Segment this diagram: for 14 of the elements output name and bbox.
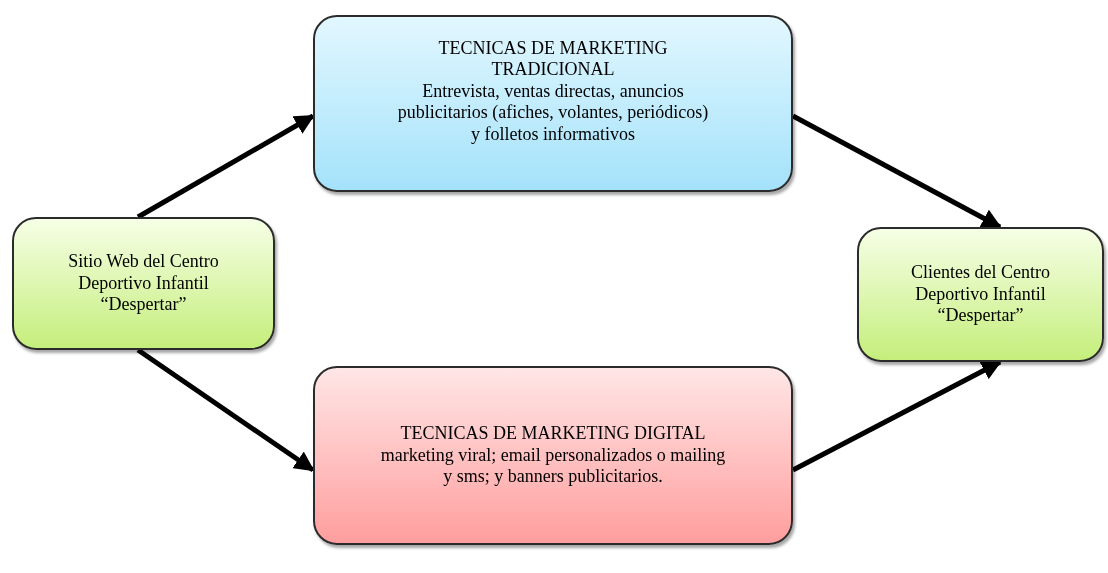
- rounded-box: [12, 217, 275, 350]
- rounded-box: [313, 15, 793, 192]
- box-heading: TECNICAS DE MARKETING DIGITAL: [400, 423, 706, 445]
- box-text: Clientes del Centro Deportivo Infantil “Despertar”: [910, 262, 1051, 327]
- arrow: [791, 359, 1002, 473]
- rounded-box: [313, 366, 793, 545]
- arrow: [791, 113, 1002, 230]
- box-heading: TECNICAS DE MARKETING TRADICIONAL: [437, 37, 669, 81]
- arrow: [136, 113, 315, 220]
- box-text: Sitio Web del Centro Deportivo Infantil “Despertar”: [67, 251, 220, 316]
- arrow: [136, 347, 315, 473]
- box-text: Entrevista, ventas directas, anuncios publicitarios (afiches, volantes, periódicos) y folletos informativos: [396, 80, 710, 146]
- rounded-box: [857, 227, 1104, 362]
- box-text: marketing viral; email personalizados o mailing y sms; y banners publicitarios.: [379, 444, 727, 488]
